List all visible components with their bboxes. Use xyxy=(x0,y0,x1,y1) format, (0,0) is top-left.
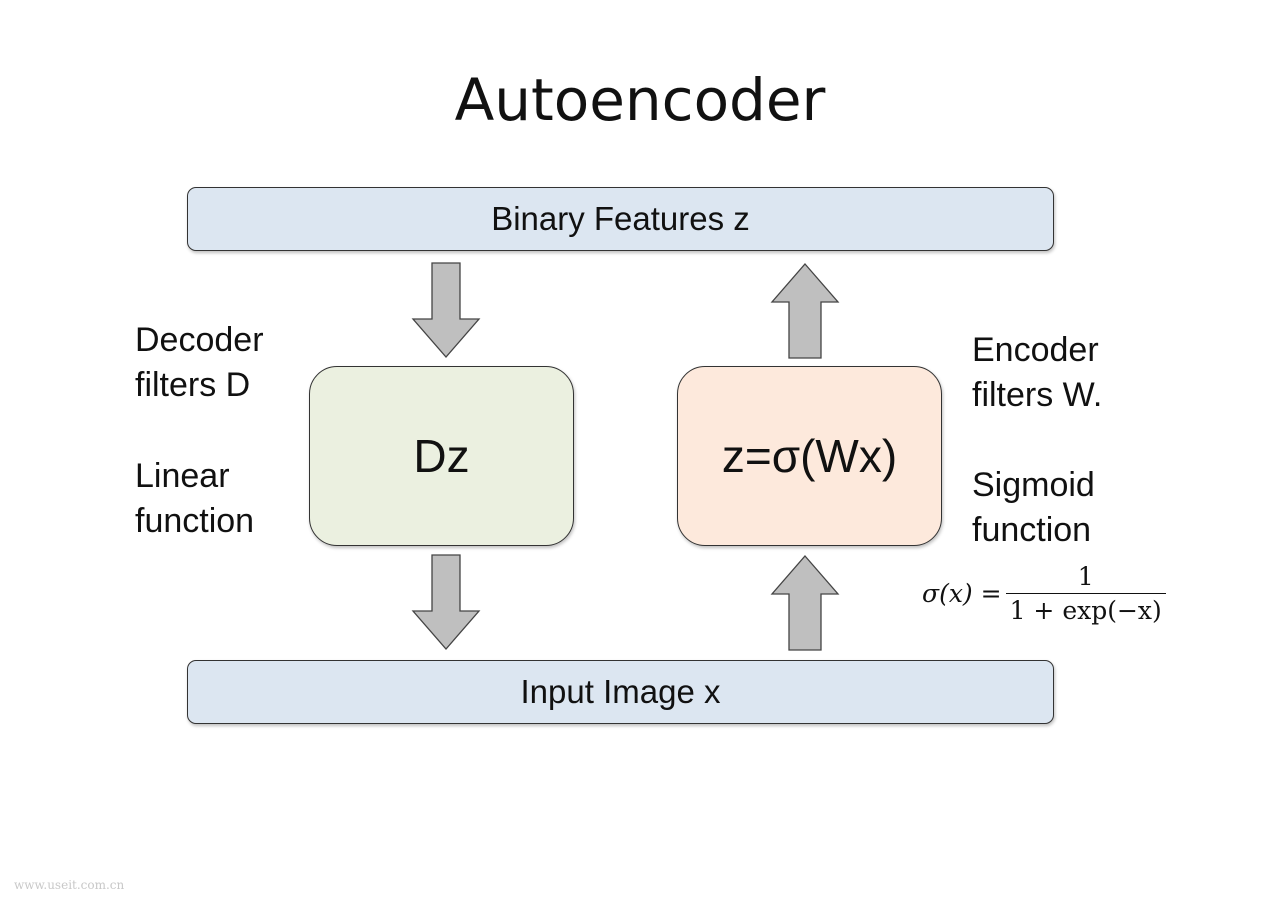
input-image-label: Input Image x xyxy=(520,673,721,710)
up-arrow-icon xyxy=(770,555,840,651)
formula-lhs: σ(x) = xyxy=(922,579,1002,608)
watermark: www.useit.com.cn xyxy=(14,878,125,892)
binary-features-label: Binary Features z xyxy=(491,200,750,237)
formula-numerator: 1 xyxy=(1005,562,1166,594)
linear-label-line1: Linear xyxy=(135,457,230,495)
decoder-label-line2: filters D xyxy=(135,366,251,404)
linear-function-label: Linear function xyxy=(135,454,254,544)
sigmoid-label-line1: Sigmoid xyxy=(972,466,1095,504)
encoder-label-line2: filters W. xyxy=(972,376,1103,414)
encoder-output-arrow xyxy=(770,263,840,359)
slide-title: Autoencoder xyxy=(454,66,826,134)
decoder-box-label: Dz xyxy=(413,430,470,482)
binary-features-bar: Binary Features z xyxy=(187,187,1054,251)
formula-fraction: 1 1 + exp(−x) xyxy=(1005,562,1166,625)
decoder-label-line1: Decoder xyxy=(135,321,264,359)
encoder-input-arrow xyxy=(770,555,840,651)
decoder-filters-label: Decoder filters D xyxy=(135,318,264,408)
linear-label-line2: function xyxy=(135,502,255,540)
decoder-box: Dz xyxy=(309,366,574,546)
encoder-label-line1: Encoder xyxy=(972,331,1099,369)
input-image-bar: Input Image x xyxy=(187,660,1054,724)
decoder-input-arrow xyxy=(411,262,481,358)
up-arrow-icon xyxy=(770,263,840,359)
decoder-output-arrow xyxy=(411,554,481,650)
formula-denominator: 1 + exp(−x) xyxy=(1009,596,1162,625)
sigmoid-function-label: Sigmoid function xyxy=(972,463,1095,553)
sigmoid-label-line2: function xyxy=(972,511,1092,549)
down-arrow-icon xyxy=(411,554,481,650)
sigmoid-formula: σ(x) = 1 1 + exp(−x) xyxy=(922,562,1166,625)
down-arrow-icon xyxy=(411,262,481,358)
encoder-box: z=σ(Wx) xyxy=(677,366,942,546)
encoder-box-label: z=σ(Wx) xyxy=(721,430,898,482)
encoder-filters-label: Encoder filters W. xyxy=(972,328,1102,418)
